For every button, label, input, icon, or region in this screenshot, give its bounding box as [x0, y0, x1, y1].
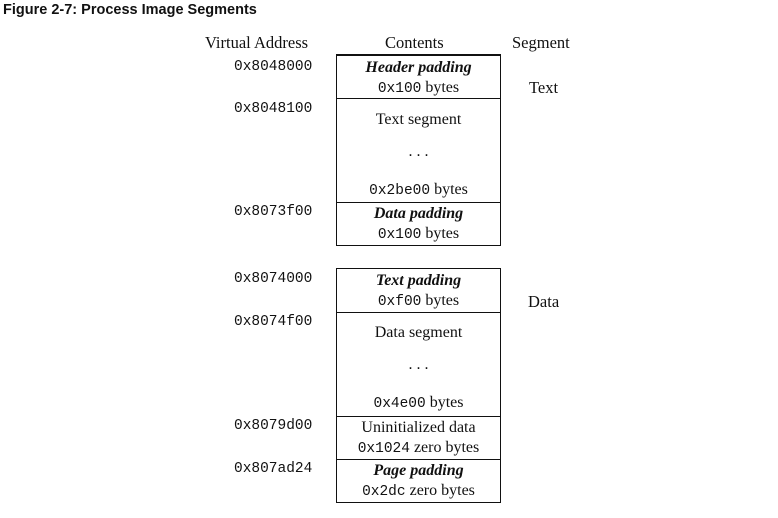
block-size: 0x100 bytes [337, 78, 500, 99]
block-title: Uninitialized data [361, 419, 476, 436]
size-unit: bytes [421, 79, 460, 96]
size-value: 0x4e00 [373, 396, 426, 412]
text-segment-block: Text segment . . . 0x2be00 bytes [336, 98, 501, 203]
size-unit: zero bytes [409, 439, 480, 456]
block-title: Text padding [375, 272, 462, 289]
size-value: 0xf00 [377, 294, 422, 310]
size-value: 0x2dc [362, 484, 406, 500]
page-padding-block: Page padding 0x2dc zero bytes [336, 459, 501, 503]
block-title: Data padding [373, 205, 464, 222]
block-title: Text segment [375, 111, 462, 128]
data-padding-block: Data padding 0x100 bytes [336, 202, 501, 246]
address-label: 0x807ad24 [234, 461, 313, 477]
size-value: 0x100 [377, 81, 422, 97]
block-size: 0x100 bytes [337, 224, 500, 245]
address-label: 0x8074000 [234, 271, 313, 287]
block-size: 0x4e00 bytes [337, 393, 500, 414]
block-size: 0x2be00 bytes [337, 180, 500, 201]
address-label: 0x8079d00 [234, 418, 313, 434]
size-value: 0x1024 [357, 441, 410, 457]
contents-header: Contents [385, 33, 444, 52]
block-size: 0x1024 zero bytes [337, 438, 500, 459]
address-label: 0x8048100 [234, 101, 313, 117]
ellipsis: . . . [408, 356, 429, 373]
size-unit: bytes [425, 394, 464, 411]
virtual-address-header: Virtual Address [205, 33, 309, 52]
segment-header: Segment [512, 33, 570, 52]
uninitialized-data-block: Uninitialized data 0x1024 zero bytes [336, 416, 501, 460]
size-unit: bytes [421, 225, 460, 242]
block-title: Page padding [373, 462, 464, 479]
address-label: 0x8074f00 [234, 314, 313, 330]
segment-label-text: Text [529, 78, 559, 97]
data-segment-block: Data segment . . . 0x4e00 bytes [336, 312, 501, 417]
block-size: 0x2dc zero bytes [337, 481, 500, 502]
header-padding-block: Header padding 0x100 bytes [336, 55, 501, 99]
block-size: 0xf00 bytes [337, 291, 500, 312]
ellipsis: . . . [408, 143, 429, 160]
size-unit: bytes [430, 181, 468, 198]
address-label: 0x8073f00 [234, 204, 313, 220]
address-label: 0x8048000 [234, 59, 313, 75]
size-value: 0x100 [377, 227, 422, 243]
block-title: Data segment [374, 324, 463, 341]
size-unit: zero bytes [405, 482, 475, 499]
figure-caption: Figure 2-7: Process Image Segments [3, 2, 257, 18]
size-value: 0x2be00 [369, 183, 431, 199]
header-rule [336, 54, 501, 55]
segment-label-data: Data [528, 292, 560, 311]
block-title: Header padding [365, 59, 472, 76]
text-padding-block: Text padding 0xf00 bytes [336, 268, 501, 313]
size-unit: bytes [421, 292, 460, 309]
